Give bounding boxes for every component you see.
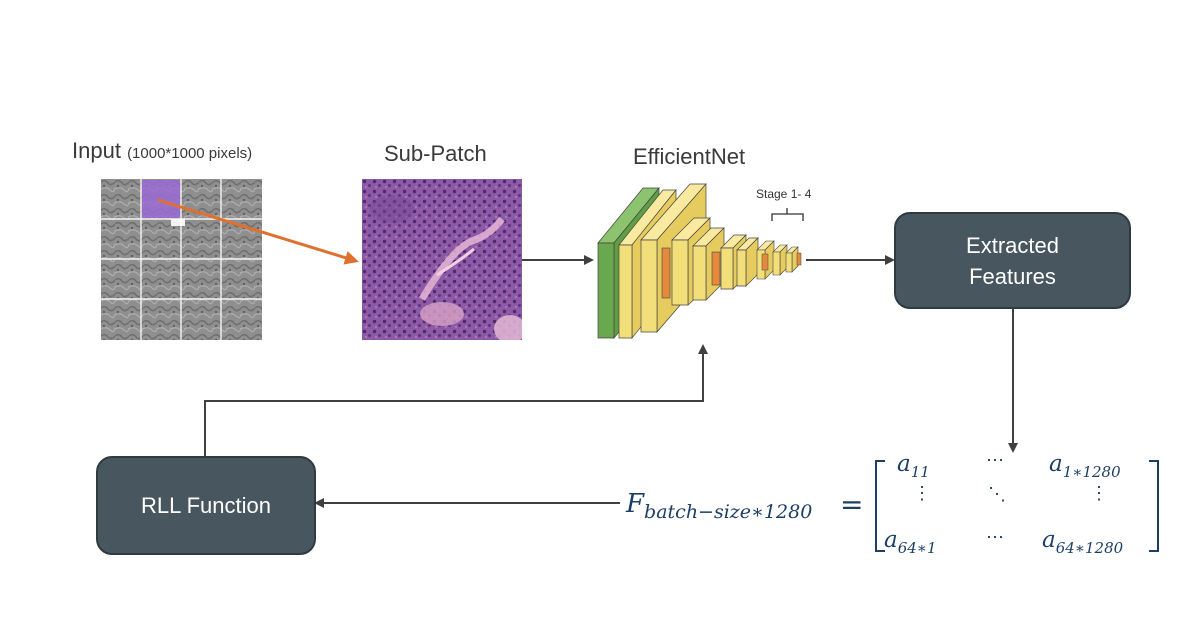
subpatch-title: Sub-Patch [384, 141, 487, 166]
matrix-an1-base: a [884, 527, 898, 553]
formula-lhs: Fbatch−size∗1280 [626, 489, 812, 523]
extracted-line1: Extracted [966, 232, 1059, 258]
matrix-hdots-bottom: ⋯ [986, 527, 1004, 548]
input-subtitle: (1000*1000 pixels) [127, 145, 253, 162]
matrix-ann: a64∗1280 [1042, 527, 1123, 557]
extracted-line2: Features [969, 263, 1056, 289]
selected-patch [142, 180, 180, 218]
matrix-a11: a11 [897, 451, 930, 481]
stage-bracket [771, 208, 804, 221]
arrow-rll-to-net [204, 344, 708, 456]
efficientnet-title: EfficientNet [633, 144, 746, 169]
efficientnet-blocks [597, 183, 802, 339]
matrix-a11-sub: 11 [910, 463, 930, 481]
formula-lhs-sub: batch−size∗1280 [644, 501, 813, 523]
matrix-an1-sub: 64∗1 [897, 539, 937, 557]
matrix-right-bracket [1149, 460, 1159, 552]
matrix-hdots-top: ⋯ [986, 450, 1004, 471]
matrix-a1n-sub: 1∗1280 [1062, 463, 1121, 481]
matrix-an1: a64∗1 [884, 527, 937, 557]
selection-arrow [157, 198, 359, 265]
formula-lhs-base: F [626, 489, 645, 519]
matrix-a1n-base: a [1049, 451, 1063, 477]
matrix-left-bracket [875, 460, 885, 552]
subpatch-image [362, 179, 522, 340]
rll-label: RLL Function [140, 493, 272, 518]
input-title-text: Input [72, 138, 121, 163]
input-title: Input (1000*1000 pixels) [72, 138, 252, 164]
matrix-ann-sub: 64∗1280 [1055, 539, 1124, 557]
matrix-ddots: ⋱ [988, 484, 1006, 505]
matrix-a1n: a1∗1280 [1049, 451, 1121, 481]
formula-equals: = [840, 488, 864, 521]
rll-function-box: RLL Function [96, 456, 316, 555]
extracted-features-box: Extracted Features [894, 212, 1131, 309]
matrix-vdots-right: ⋮ [1090, 483, 1108, 504]
matrix-ann-base: a [1042, 527, 1056, 553]
matrix-a11-base: a [897, 451, 911, 477]
stage-label: Stage 1- 4 [756, 187, 812, 201]
matrix-vdots-left: ⋮ [913, 483, 931, 504]
